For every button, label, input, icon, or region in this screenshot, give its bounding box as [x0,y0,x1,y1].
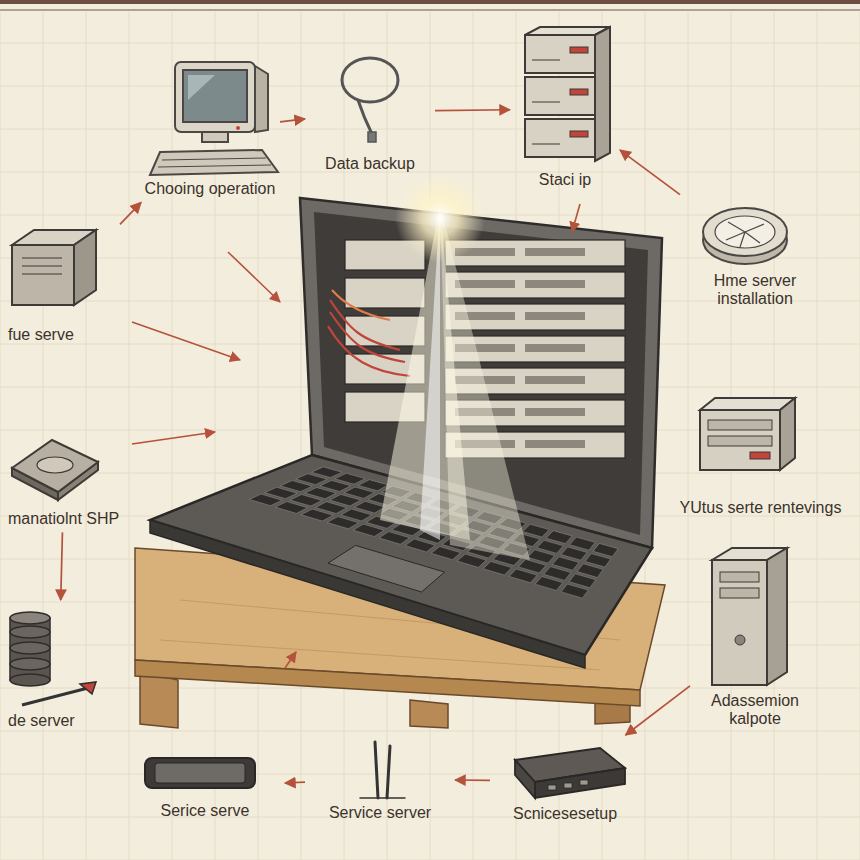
tower-pc-icon [712,548,787,685]
grid-line [172,12,173,860]
server-box-icon [700,398,795,470]
flow-arrow [61,532,63,600]
icon-node: Hme server installation [680,188,830,313]
node-caption: Scnicesesetup [494,805,636,823]
icon-node: Scnicesesetup [490,735,640,827]
monitor-icon [150,62,278,175]
keyboard-key [431,547,461,560]
grid-line [258,12,259,860]
grid-line [0,172,860,173]
fan-disc-icon [703,208,787,264]
pointer-arrows [132,204,580,668]
grid-line [0,774,860,775]
node-caption: Serice serve [129,802,281,820]
keyboard-key [405,539,435,552]
icon-node: Staci ip [510,25,620,193]
grid-line [301,12,302,860]
icon-node: fue serve [4,222,120,348]
keyboard-key [353,524,384,536]
keyboard-key [379,532,410,545]
node-caption: manatiolnt SHP [8,510,120,528]
icon-node: Serice serve [125,748,285,824]
icon-node: Chooing operation [140,58,280,202]
flow-arrow [120,202,141,224]
keyboard-key [561,584,588,598]
icon-node: YUtus serte rentevings [665,385,856,521]
keyboard-key [509,569,537,583]
node-caption: Data backup [309,155,431,173]
hard-drive-icon [12,440,98,500]
node-caption: Staci ip [514,171,616,189]
grid-lines [0,12,860,860]
grid-line [0,86,860,87]
disk-stack-icon [10,612,96,705]
keyboard-key [249,494,282,506]
touchpad [328,545,445,592]
node-caption: Chooing operation [144,180,276,198]
node-caption: Adassemion kalpote [694,692,816,729]
light-glow [395,173,485,263]
keyboard-key [301,509,333,521]
cables [328,290,410,376]
grid-line [0,129,860,130]
flow-arrow [435,109,510,111]
node-caption: de server [8,712,110,730]
top-rule [0,9,860,11]
flow-arrow [620,150,680,195]
icon-node: Adassemion kalpote [690,540,820,733]
cable-loop-icon [342,58,398,142]
icon-node: de server [4,600,114,734]
box-icon [12,230,96,305]
laptop [150,173,662,668]
grid-line [817,12,818,860]
grid-line [129,12,130,860]
server-stack-icon [525,27,610,161]
keyboard-key [593,543,618,556]
node-caption: fue serve [8,326,116,344]
grid-line [688,12,689,860]
node-caption: Service server [309,804,451,822]
keyboard-key [535,577,563,591]
top-border [0,0,860,4]
phone-icon [145,758,255,788]
grid-line [0,43,860,44]
router-icon [515,748,625,798]
flow-arrow [285,781,305,783]
grid-line [43,12,44,860]
flow-arrow [280,119,305,122]
icon-node: manatiolnt SHP [4,410,124,532]
icon-node: Service server [305,732,455,826]
flow-arrow [626,686,690,735]
node-caption: YUtus serte rentevings [669,499,852,517]
keyboard-key [275,502,308,514]
keyboard-key [457,554,486,567]
grid-line [0,731,860,732]
icon-node: Data backup [305,45,435,177]
pins-icon [360,742,405,798]
keyboard-key [483,562,512,576]
flow-arrow [455,779,490,781]
grid-line [86,12,87,860]
grid-line [0,12,1,860]
keyboard-key [327,517,359,529]
node-caption: Hme server installation [684,272,826,309]
